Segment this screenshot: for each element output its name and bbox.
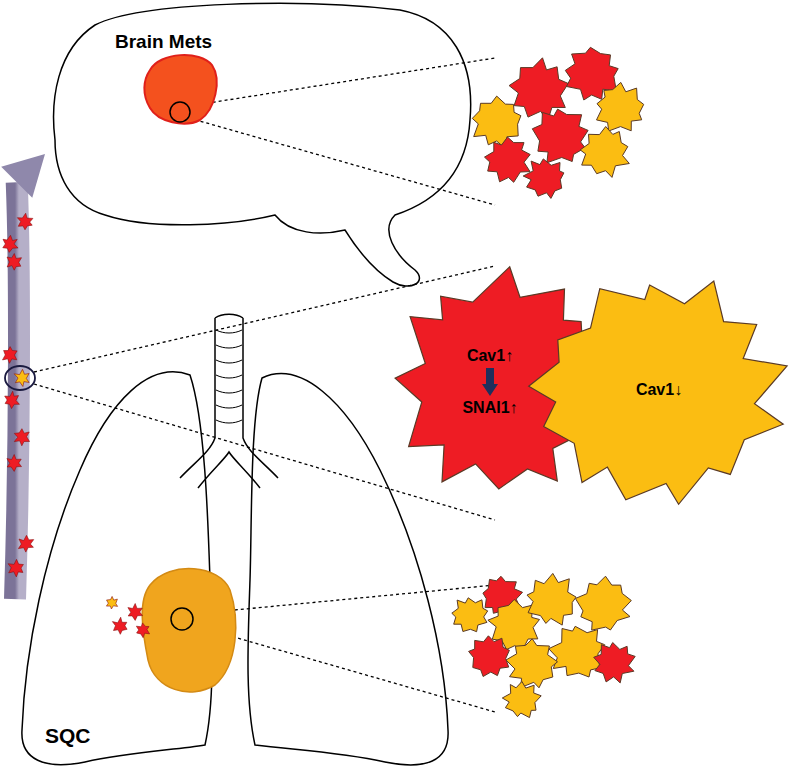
trachea-ring [216, 420, 242, 423]
trachea-ring [216, 375, 242, 378]
yellow-cell [502, 682, 541, 718]
yellow-cell [527, 573, 576, 625]
lung-outline [248, 374, 448, 765]
zoom-line [192, 625, 495, 712]
trachea-ring [216, 345, 242, 348]
arrow-head [1, 154, 45, 198]
trachea-ring [216, 405, 242, 408]
yellow-cell [580, 127, 629, 178]
zoom-circle [5, 366, 35, 390]
lung-outline [15, 312, 577, 775]
brain-outline [54, 3, 471, 286]
red-cell [128, 604, 143, 621]
lung-node: SQC [15, 312, 577, 775]
cell-node: Cav1↓ [525, 268, 793, 512]
text-column: Cav1↓ [525, 268, 793, 512]
red-cell [112, 617, 127, 634]
red-cell [7, 254, 21, 271]
brain-node: Brain Mets [45, 0, 480, 296]
yellow-cell [506, 639, 558, 688]
trachea [180, 314, 278, 488]
red-cell [469, 636, 510, 677]
red-cell [8, 559, 23, 577]
metastasis-arrow [1, 154, 45, 599]
yellow-cell [472, 96, 521, 148]
yellow-cell [597, 82, 644, 131]
red-cell [18, 535, 33, 552]
metastasis-blob [144, 55, 216, 124]
red-cell [523, 159, 564, 199]
zoom-circle [170, 102, 190, 122]
red-cell [17, 213, 33, 230]
node-label: Brain Mets [115, 31, 212, 53]
arrow-shape [482, 368, 498, 396]
yellow-cell [452, 598, 488, 632]
red-cell [532, 109, 588, 163]
red-cell [14, 429, 29, 446]
red-cell [3, 235, 18, 252]
trachea-ring [216, 330, 242, 333]
zoom-line [189, 58, 495, 106]
red-cell [136, 623, 149, 638]
node-label: Cav1↓ [636, 381, 682, 399]
brain-outline [45, 0, 480, 296]
red-cell [3, 347, 18, 364]
zoom-circle [171, 608, 193, 630]
circulating-cells [3, 213, 34, 577]
node-label: SNAI1↑ [462, 399, 517, 417]
yellow-cell [14, 369, 29, 386]
node-label: Cav1↑ [467, 347, 513, 365]
trachea-ring [216, 390, 242, 393]
node-label: SQC [45, 724, 91, 748]
down-arrow [482, 368, 498, 396]
yellow-cell [106, 596, 117, 609]
zoom-line [193, 585, 495, 614]
trachea-ring [216, 360, 242, 363]
tumor-blob [142, 569, 235, 692]
yellow-cell [575, 576, 631, 630]
red-cell [594, 643, 636, 683]
red-cell [7, 455, 22, 472]
zoom-line [189, 118, 495, 205]
cell-star [529, 281, 787, 504]
red-cell [5, 391, 20, 408]
